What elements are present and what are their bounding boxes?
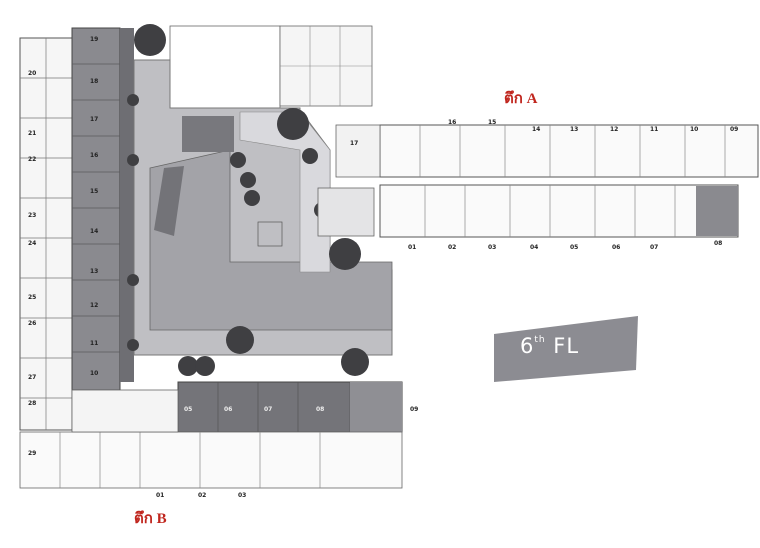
unit-number: 16 <box>90 152 99 159</box>
unit-number: 15 <box>488 119 497 126</box>
unit-number: 14 <box>90 228 99 235</box>
unit-number: 15 <box>90 188 99 195</box>
floor-text: FL <box>553 334 580 358</box>
unit-number: 16 <box>448 119 457 126</box>
floor-suffix: th <box>534 335 546 345</box>
unit-number: 06 <box>224 406 233 413</box>
unit-number: 24 <box>28 240 37 247</box>
unit-number: 07 <box>264 406 273 413</box>
unit-number: 18 <box>90 78 99 85</box>
unit-number: 17 <box>90 116 99 123</box>
floor-number: 6 <box>520 334 535 358</box>
unit-number: 20 <box>28 70 37 77</box>
unit-number: 01 <box>156 492 165 499</box>
unit-number: 05 <box>184 406 193 413</box>
floor-label: 6th FL <box>520 334 610 358</box>
unit-number: 11 <box>90 340 99 347</box>
building-a-label: ตึก A <box>504 91 538 107</box>
unit-number: 23 <box>28 212 37 219</box>
unit-number: 10 <box>690 126 699 133</box>
unit-number: 09 <box>730 126 739 133</box>
unit-number: 05 <box>570 244 579 251</box>
unit-number: 09 <box>410 406 419 413</box>
unit-number: 12 <box>610 126 619 133</box>
unit-number: 26 <box>28 320 37 327</box>
unit-number: 01 <box>408 244 417 251</box>
unit-number: 13 <box>90 268 99 275</box>
building-b-label: ตึก B <box>134 511 167 527</box>
unit-number: 29 <box>28 450 37 457</box>
unit-number: 08 <box>316 406 325 413</box>
unit-number: 28 <box>28 400 37 407</box>
unit-number: 12 <box>90 302 99 309</box>
unit-number: 19 <box>90 36 99 43</box>
unit-number: 14 <box>532 126 541 133</box>
unit-number: 04 <box>530 244 539 251</box>
unit-number: 22 <box>28 156 37 163</box>
unit-number: 13 <box>570 126 579 133</box>
unit-number: 11 <box>650 126 659 133</box>
unit-number: 08 <box>714 240 723 247</box>
unit-number: 03 <box>238 492 247 499</box>
unit-number: 27 <box>28 374 37 381</box>
unit-number: 21 <box>28 130 37 137</box>
unit-number: 10 <box>90 370 99 377</box>
unit-number: 25 <box>28 294 37 301</box>
unit-number: 07 <box>650 244 659 251</box>
unit-number: 03 <box>488 244 497 251</box>
unit-number: 02 <box>448 244 457 251</box>
unit-number: 06 <box>612 244 621 251</box>
unit-number: 02 <box>198 492 207 499</box>
unit-number: 17 <box>350 140 359 147</box>
